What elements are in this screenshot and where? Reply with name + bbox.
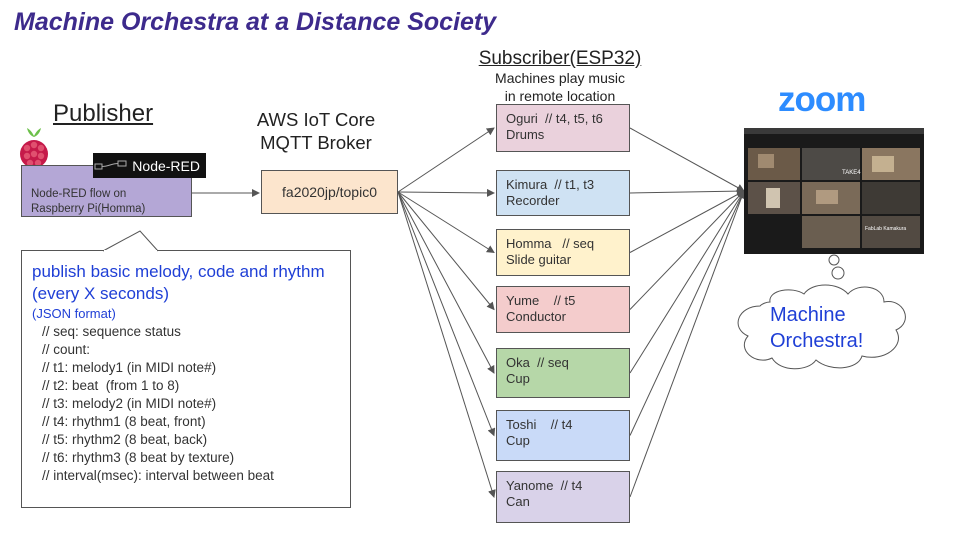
broker-heading: AWS IoT Core MQTT Broker xyxy=(256,108,376,154)
subscriber-node: Yanome // t4 Can xyxy=(496,471,630,523)
subscriber-node-instrument: Slide guitar xyxy=(506,252,572,267)
zoom-logo: zoom xyxy=(778,80,866,119)
arrow-broker-to-subscriber xyxy=(397,191,495,374)
raspberry-pi-icon xyxy=(20,128,48,168)
arrow-subscriber-to-zoom xyxy=(629,190,745,253)
subscriber-node: Kimura // t1, t3 Recorder xyxy=(496,170,630,216)
publisher-line-2: Raspberry Pi(Homma) xyxy=(31,203,146,215)
subscriber-caption-line-2: in remote location xyxy=(504,88,616,104)
broker-heading-line-1: AWS IoT Core xyxy=(256,109,376,130)
subscriber-caption-line-1: Machines play music xyxy=(495,70,625,86)
subscriber-node: Yume // t5 Conductor xyxy=(496,286,630,333)
arrow-subscriber-to-zoom xyxy=(629,190,745,310)
cloud-caption-line-2: Orchestra! xyxy=(770,330,864,352)
node-red-logo: Node-RED xyxy=(93,153,206,178)
arrow-broker-to-subscriber xyxy=(397,191,496,498)
arrow-subscriber-to-zoom xyxy=(629,127,745,192)
subscriber-node-title: Oka // seq xyxy=(506,355,569,370)
callout-field-line: // t1: melody1 (in MIDI note#) xyxy=(42,360,217,375)
subscriber-node: Oka // seq Cup xyxy=(496,348,630,398)
subscriber-node-title: Toshi // t4 xyxy=(506,417,573,432)
subscriber-node-title: Yume // t5 xyxy=(506,293,576,308)
cloud-caption: Machine Orchestra! xyxy=(770,302,863,354)
callout-field-line: // t3: melody2 (in MIDI note#) xyxy=(42,396,217,411)
subscriber-caption: Machines play music in remote location xyxy=(470,69,650,105)
subscriber-node: Homma // seq Slide guitar xyxy=(496,229,630,276)
arrow-subscriber-to-zoom xyxy=(629,187,745,196)
publisher-line-1: Node-RED flow on xyxy=(31,188,127,200)
subscriber-node-title: Yanome // t4 xyxy=(506,478,583,493)
subscriber-node-instrument: Conductor xyxy=(506,309,566,324)
node-red-flow-icon xyxy=(94,160,127,169)
callout-field-line: // t2: beat (from 1 to 8) xyxy=(42,378,180,393)
zoom-label-fablab: FabLab Kamakura xyxy=(865,226,906,232)
node-red-logo-text: Node-RED xyxy=(132,157,200,174)
publisher-heading: Publisher xyxy=(53,100,154,127)
callout-headline: publish basic melody, code and rhythm (e… xyxy=(32,262,325,303)
cloud-caption-line-1: Machine xyxy=(770,304,846,326)
arrow-subscriber-to-zoom xyxy=(629,190,745,436)
arrow-subscriber-to-zoom xyxy=(629,190,746,498)
subscriber-node-instrument: Can xyxy=(506,494,530,509)
broker-heading-line-2: MQTT Broker xyxy=(260,132,372,153)
callout-field-line: // t5: rhythm2 (8 beat, back) xyxy=(42,432,208,447)
arrow-broker-to-subscriber xyxy=(397,127,495,193)
callout-field-line: // count: xyxy=(42,342,91,357)
subscriber-node: Toshi // t4 Cup xyxy=(496,410,630,461)
subscriber-node-title: Kimura // t1, t3 xyxy=(506,177,595,192)
json-format-callout: publish basic melody, code and rhythm (e… xyxy=(21,250,351,508)
page-title: Machine Orchestra at a Distance Society xyxy=(14,8,497,36)
arrow-broker-to-subscriber xyxy=(397,191,496,437)
callout-field-list: // seq: sequence status // count: // t1:… xyxy=(32,323,350,485)
broker-to-subscriber-arrows xyxy=(397,127,496,498)
subscriber-node: Oguri // t4, t5, t6 Drums xyxy=(496,104,630,152)
callout-field-line: // seq: sequence status xyxy=(42,324,181,339)
arrow-broker-to-subscriber xyxy=(397,191,495,311)
subscriber-node-title: Homma // seq xyxy=(506,236,595,251)
subscriber-node-title: Oguri // t4, t5, t6 xyxy=(506,111,603,126)
zoom-screenshot-image: TAKE4 FabLab Kamakura xyxy=(744,128,924,254)
subscriber-node-instrument: Cup xyxy=(506,371,530,386)
callout-field-line: // t4: rhythm1 (8 beat, front) xyxy=(42,414,206,429)
subscriber-node-instrument: Drums xyxy=(506,127,545,142)
subscriber-to-zoom-arrows xyxy=(629,127,746,498)
mqtt-topic-node: fa2020jp/topic0 xyxy=(261,170,398,214)
arrow-broker-to-subscriber xyxy=(397,191,495,254)
subscriber-node-instrument: Cup xyxy=(506,433,530,448)
arrow-broker-to-subscriber xyxy=(397,188,495,197)
subscriber-node-instrument: Recorder xyxy=(506,193,560,208)
subscriber-heading: Subscriber(ESP32) xyxy=(478,48,642,69)
callout-field-line: // t6: rhythm3 (8 beat by texture) xyxy=(42,450,235,465)
callout-field-line: // interval(msec): interval between beat xyxy=(42,468,274,483)
zoom-label-take4: TAKE4 xyxy=(842,170,861,176)
arrow-subscriber-to-zoom xyxy=(629,190,745,374)
callout-format-label: (JSON format) xyxy=(32,306,116,321)
